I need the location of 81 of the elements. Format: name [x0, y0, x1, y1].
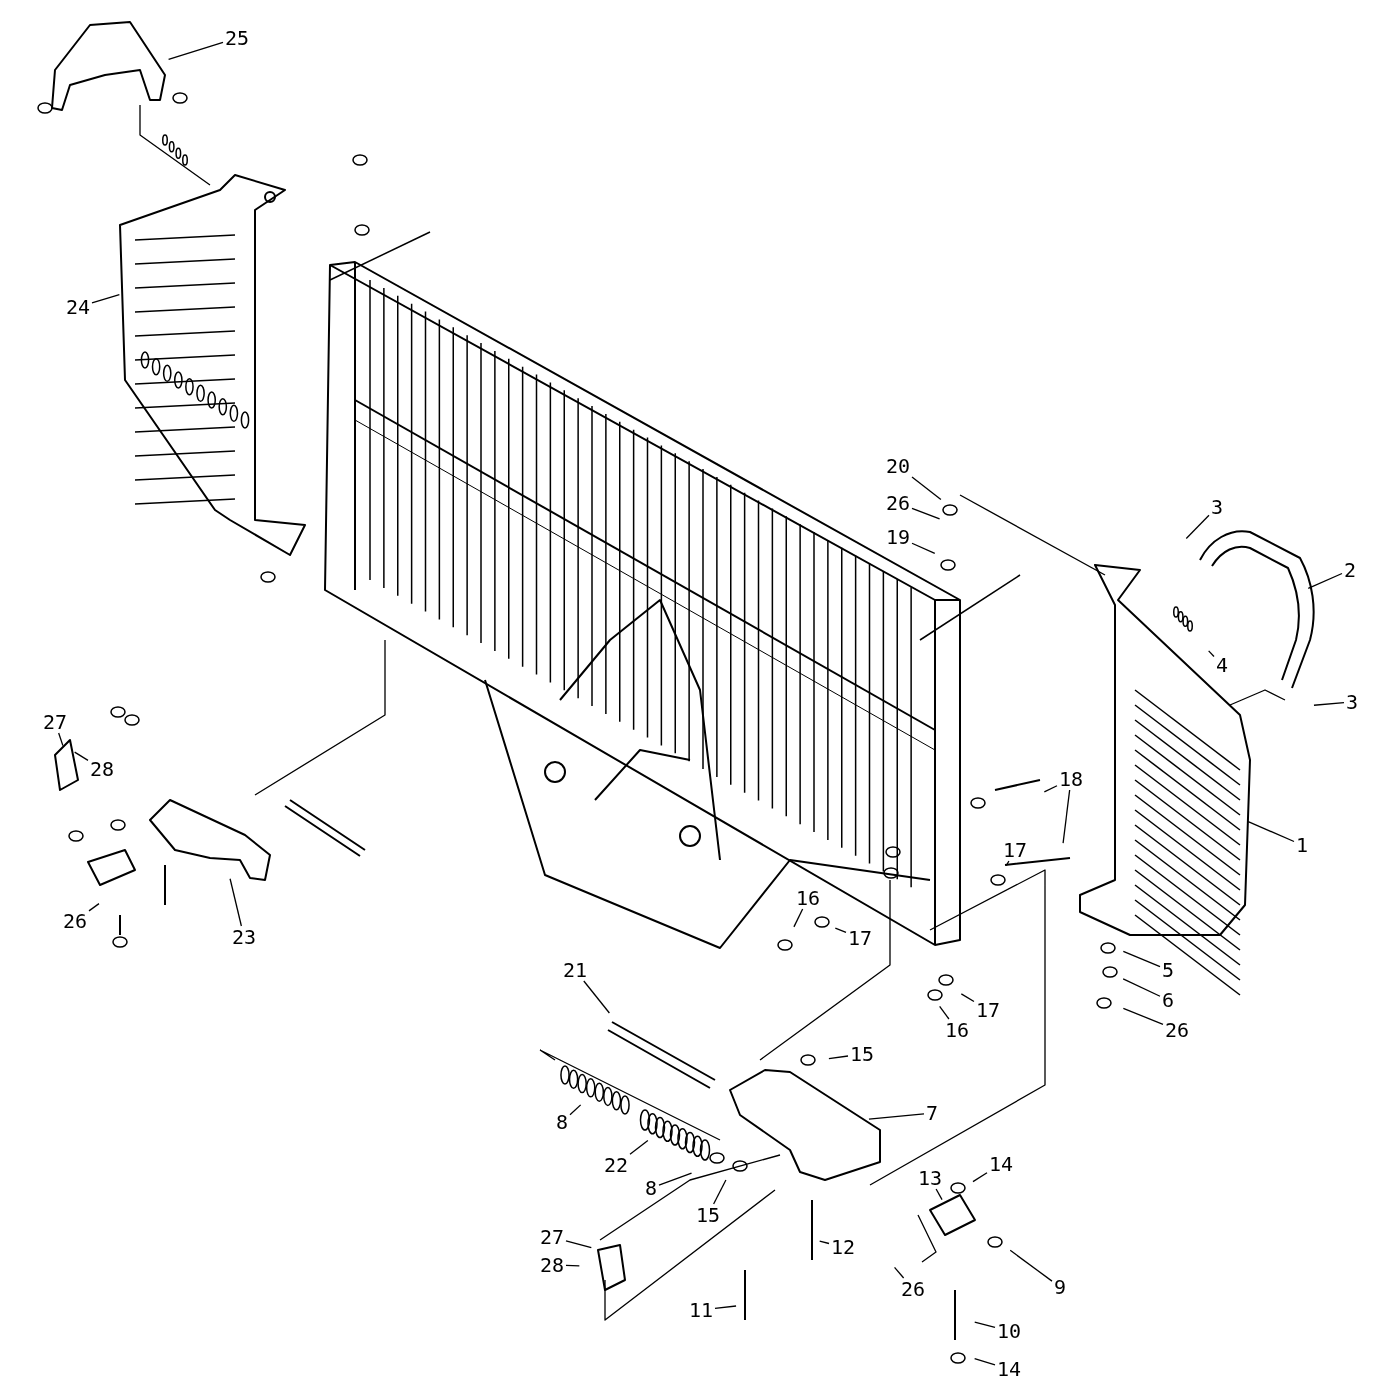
callout-number: 13 [918, 1167, 943, 1189]
callout-number: 26 [886, 492, 911, 514]
leader-line [1185, 514, 1210, 540]
callout-number: 10 [997, 1320, 1022, 1342]
leader-line [935, 1188, 943, 1201]
callout-number: 16 [796, 887, 821, 909]
leader-line [893, 1266, 905, 1279]
leader-line [972, 1172, 988, 1183]
callout-number: 14 [989, 1153, 1014, 1175]
leader-line [1122, 1007, 1164, 1025]
leader-line [658, 1172, 693, 1186]
leader-line [167, 41, 224, 60]
callout-number: 11 [689, 1299, 714, 1321]
callout-number: 4 [1216, 654, 1229, 676]
leader-line [1009, 1249, 1053, 1282]
leader-line [569, 1104, 582, 1116]
callout-number: 26 [901, 1278, 926, 1300]
callout-number: 28 [90, 758, 115, 780]
callout-number: 6 [1162, 989, 1175, 1011]
leader-line [565, 1264, 580, 1267]
leader-line [834, 927, 847, 934]
callout-number: 2 [1344, 559, 1357, 581]
leader-line [629, 1139, 649, 1155]
leader-line [911, 542, 936, 554]
leader-line [868, 1113, 925, 1120]
callout-number: 27 [43, 711, 68, 733]
leader-line [58, 732, 64, 747]
callout-number: 1 [1296, 834, 1309, 856]
callout-number: 14 [997, 1358, 1022, 1380]
callout-number: 3 [1346, 691, 1359, 713]
callout-number: 19 [886, 526, 911, 548]
callout-number: 9 [1054, 1276, 1067, 1298]
leader-line [1062, 789, 1071, 844]
leader-line [973, 1357, 996, 1366]
callout-number: 24 [66, 296, 91, 318]
leader-line [1307, 572, 1343, 590]
leader-line [1122, 950, 1161, 968]
leader-line [1208, 650, 1215, 658]
leader-line [565, 1240, 592, 1249]
callout-number: 28 [540, 1254, 565, 1276]
callout-number: 26 [1165, 1019, 1190, 1041]
callout-number: 5 [1162, 959, 1175, 981]
callout-number: 17 [976, 999, 1001, 1021]
callout-number: 12 [831, 1236, 856, 1258]
callout-number: 15 [696, 1204, 721, 1226]
callout-number: 22 [604, 1154, 629, 1176]
callout-number: 25 [225, 27, 250, 49]
leader-line [828, 1055, 849, 1060]
callout-number: 8 [645, 1177, 658, 1199]
leader-line [911, 476, 942, 501]
leader-line [74, 751, 89, 761]
callout-number: 15 [850, 1043, 875, 1065]
leader-line [229, 878, 242, 927]
callout-number: 17 [848, 927, 873, 949]
leader-line [1005, 860, 1010, 867]
leader-line [974, 1321, 996, 1329]
leader-line [911, 507, 941, 520]
leader-line [939, 1005, 950, 1020]
leader-line [1122, 978, 1161, 997]
leader-line [714, 1305, 737, 1310]
leader-line [713, 1179, 727, 1205]
leader-line [793, 908, 804, 928]
callout-number: 8 [556, 1111, 569, 1133]
callout-number: 26 [63, 910, 88, 932]
leader-line [91, 293, 121, 304]
leader-line [960, 993, 975, 1003]
leader-line [1043, 785, 1058, 793]
callout-number: 21 [563, 959, 588, 981]
callout-number: 17 [1003, 839, 1028, 861]
callout-number: 16 [945, 1019, 970, 1041]
leader-line [1247, 820, 1295, 843]
callout-number: 23 [232, 926, 257, 948]
callout-number: 27 [540, 1226, 565, 1248]
leader-line [583, 980, 611, 1014]
leader-line [88, 902, 100, 912]
callout-number: 18 [1059, 768, 1084, 790]
callout-number: 7 [926, 1102, 939, 1124]
leader-line [819, 1240, 830, 1245]
leader-line [1313, 702, 1345, 706]
callout-number: 3 [1211, 496, 1224, 518]
callout-number: 20 [886, 455, 911, 477]
